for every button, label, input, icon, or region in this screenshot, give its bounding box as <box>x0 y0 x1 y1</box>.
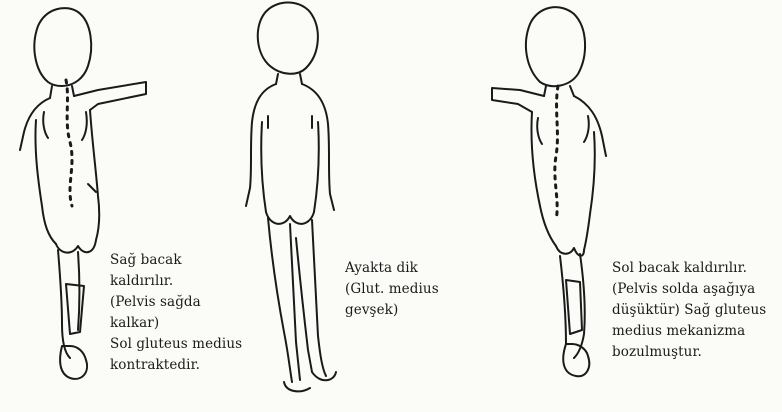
caption-line: düşüktür) Sağ gluteus <box>612 300 766 321</box>
figure-left-shoulder-blade <box>43 112 87 140</box>
figure-left-head <box>34 8 91 86</box>
caption-line: Sol bacak kaldırılır. <box>612 258 766 279</box>
figure-middle-shoulder-marks <box>268 116 312 128</box>
caption-line: bozulmuştur. <box>612 342 766 363</box>
figure-middle-right-leg <box>296 220 326 376</box>
figure-right-torso <box>531 112 594 250</box>
figure-right-raised-leg <box>566 280 582 334</box>
caption-right-leg-raised: Sağ bacak kaldırılır. (Pelvis sağda kalk… <box>110 250 242 376</box>
figure-middle-torso <box>261 122 319 212</box>
figure-right-left-arm <box>492 88 544 112</box>
caption-line: gevşek) <box>345 300 439 321</box>
figure-right <box>492 7 606 376</box>
caption-line: (Pelvis solda aşağıya <box>612 279 766 300</box>
caption-line: kalkar) <box>110 313 242 334</box>
figure-left-right-arm <box>74 82 146 110</box>
figure-middle-neck <box>276 74 302 84</box>
figure-middle <box>246 2 336 391</box>
figure-middle-head <box>258 2 318 73</box>
caption-left-leg-raised: Sol bacak kaldırılır. (Pelvis solda aşağ… <box>612 258 766 363</box>
figure-right-shoulder-blade <box>537 116 589 144</box>
figure-left-buttocks <box>56 240 96 253</box>
caption-line: kaldırılır. <box>110 271 242 292</box>
caption-line: Sol gluteus medius <box>110 334 242 355</box>
figure-left-waist-crease <box>88 184 96 192</box>
figure-left-neck <box>50 86 74 98</box>
caption-line: (Pelvis sağda <box>110 292 242 313</box>
figure-left-raised-leg <box>66 284 84 334</box>
figure-left-raised-foot <box>60 346 87 379</box>
figure-middle-left-leg <box>268 218 300 382</box>
figure-left-spine <box>66 80 72 206</box>
caption-line: (Glut. medius <box>345 279 439 300</box>
figure-right-spine <box>555 86 558 220</box>
caption-line: Ayakta dik <box>345 258 439 279</box>
caption-standing-upright: Ayakta dik (Glut. medius gevşek) <box>345 258 439 321</box>
caption-line: medius mekanizma <box>612 321 766 342</box>
caption-line: kontraktedir. <box>110 355 242 376</box>
figure-middle-buttocks <box>266 212 314 224</box>
figure-right-right-arm <box>574 96 606 156</box>
figure-middle-left-foot <box>284 382 310 391</box>
caption-line: Sağ bacak <box>110 250 242 271</box>
figure-right-raised-foot <box>563 344 589 376</box>
figure-right-head <box>526 7 585 86</box>
figure-left-stance-leg <box>58 250 80 358</box>
